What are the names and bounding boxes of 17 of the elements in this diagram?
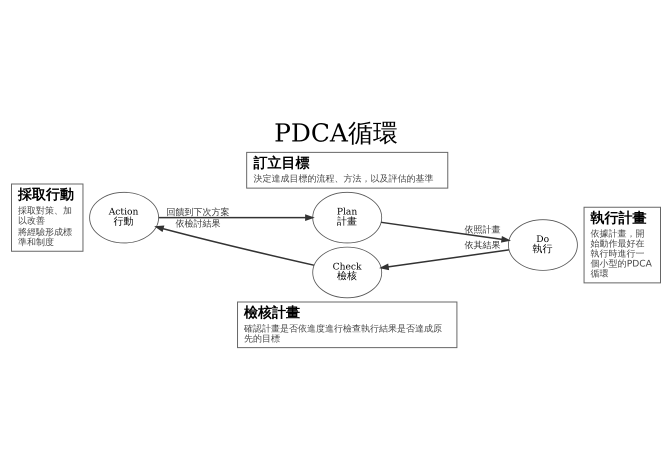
node-ellipse: Check 檢核 xyxy=(312,246,382,298)
arrow xyxy=(154,226,314,266)
arrow xyxy=(379,249,509,270)
arrow xyxy=(158,214,315,221)
node-box: 訂立目標 決定達成目標的流程、方法，以及評估的基準 xyxy=(246,152,448,189)
edge-label: 依檢討結果 xyxy=(176,220,221,230)
edge-label: 依照計畫 xyxy=(464,225,501,236)
node-box: 採取行動 採取對策、加以改善 將經驗形成標準和制度 xyxy=(11,183,84,252)
node-box: 檢核計畫 確認計畫是否依進度進行檢查執行結果是否達成原先的目標 xyxy=(237,301,458,348)
arrow xyxy=(381,222,511,243)
node-ellipse: Do 執行 xyxy=(508,219,578,271)
node-ellipse: Plan 計畫 xyxy=(312,192,382,244)
edge-label: 依其結果 xyxy=(464,241,501,252)
diagram-title: PDCA循環 xyxy=(274,118,398,148)
node-ellipse: Action 行動 xyxy=(89,192,159,244)
node-box: 執行計畫 依據計畫，開始動作最好在執行時進行一個小型的PDCA循環 xyxy=(584,206,661,284)
edge-label: 回饋到下次方案 xyxy=(166,208,230,218)
